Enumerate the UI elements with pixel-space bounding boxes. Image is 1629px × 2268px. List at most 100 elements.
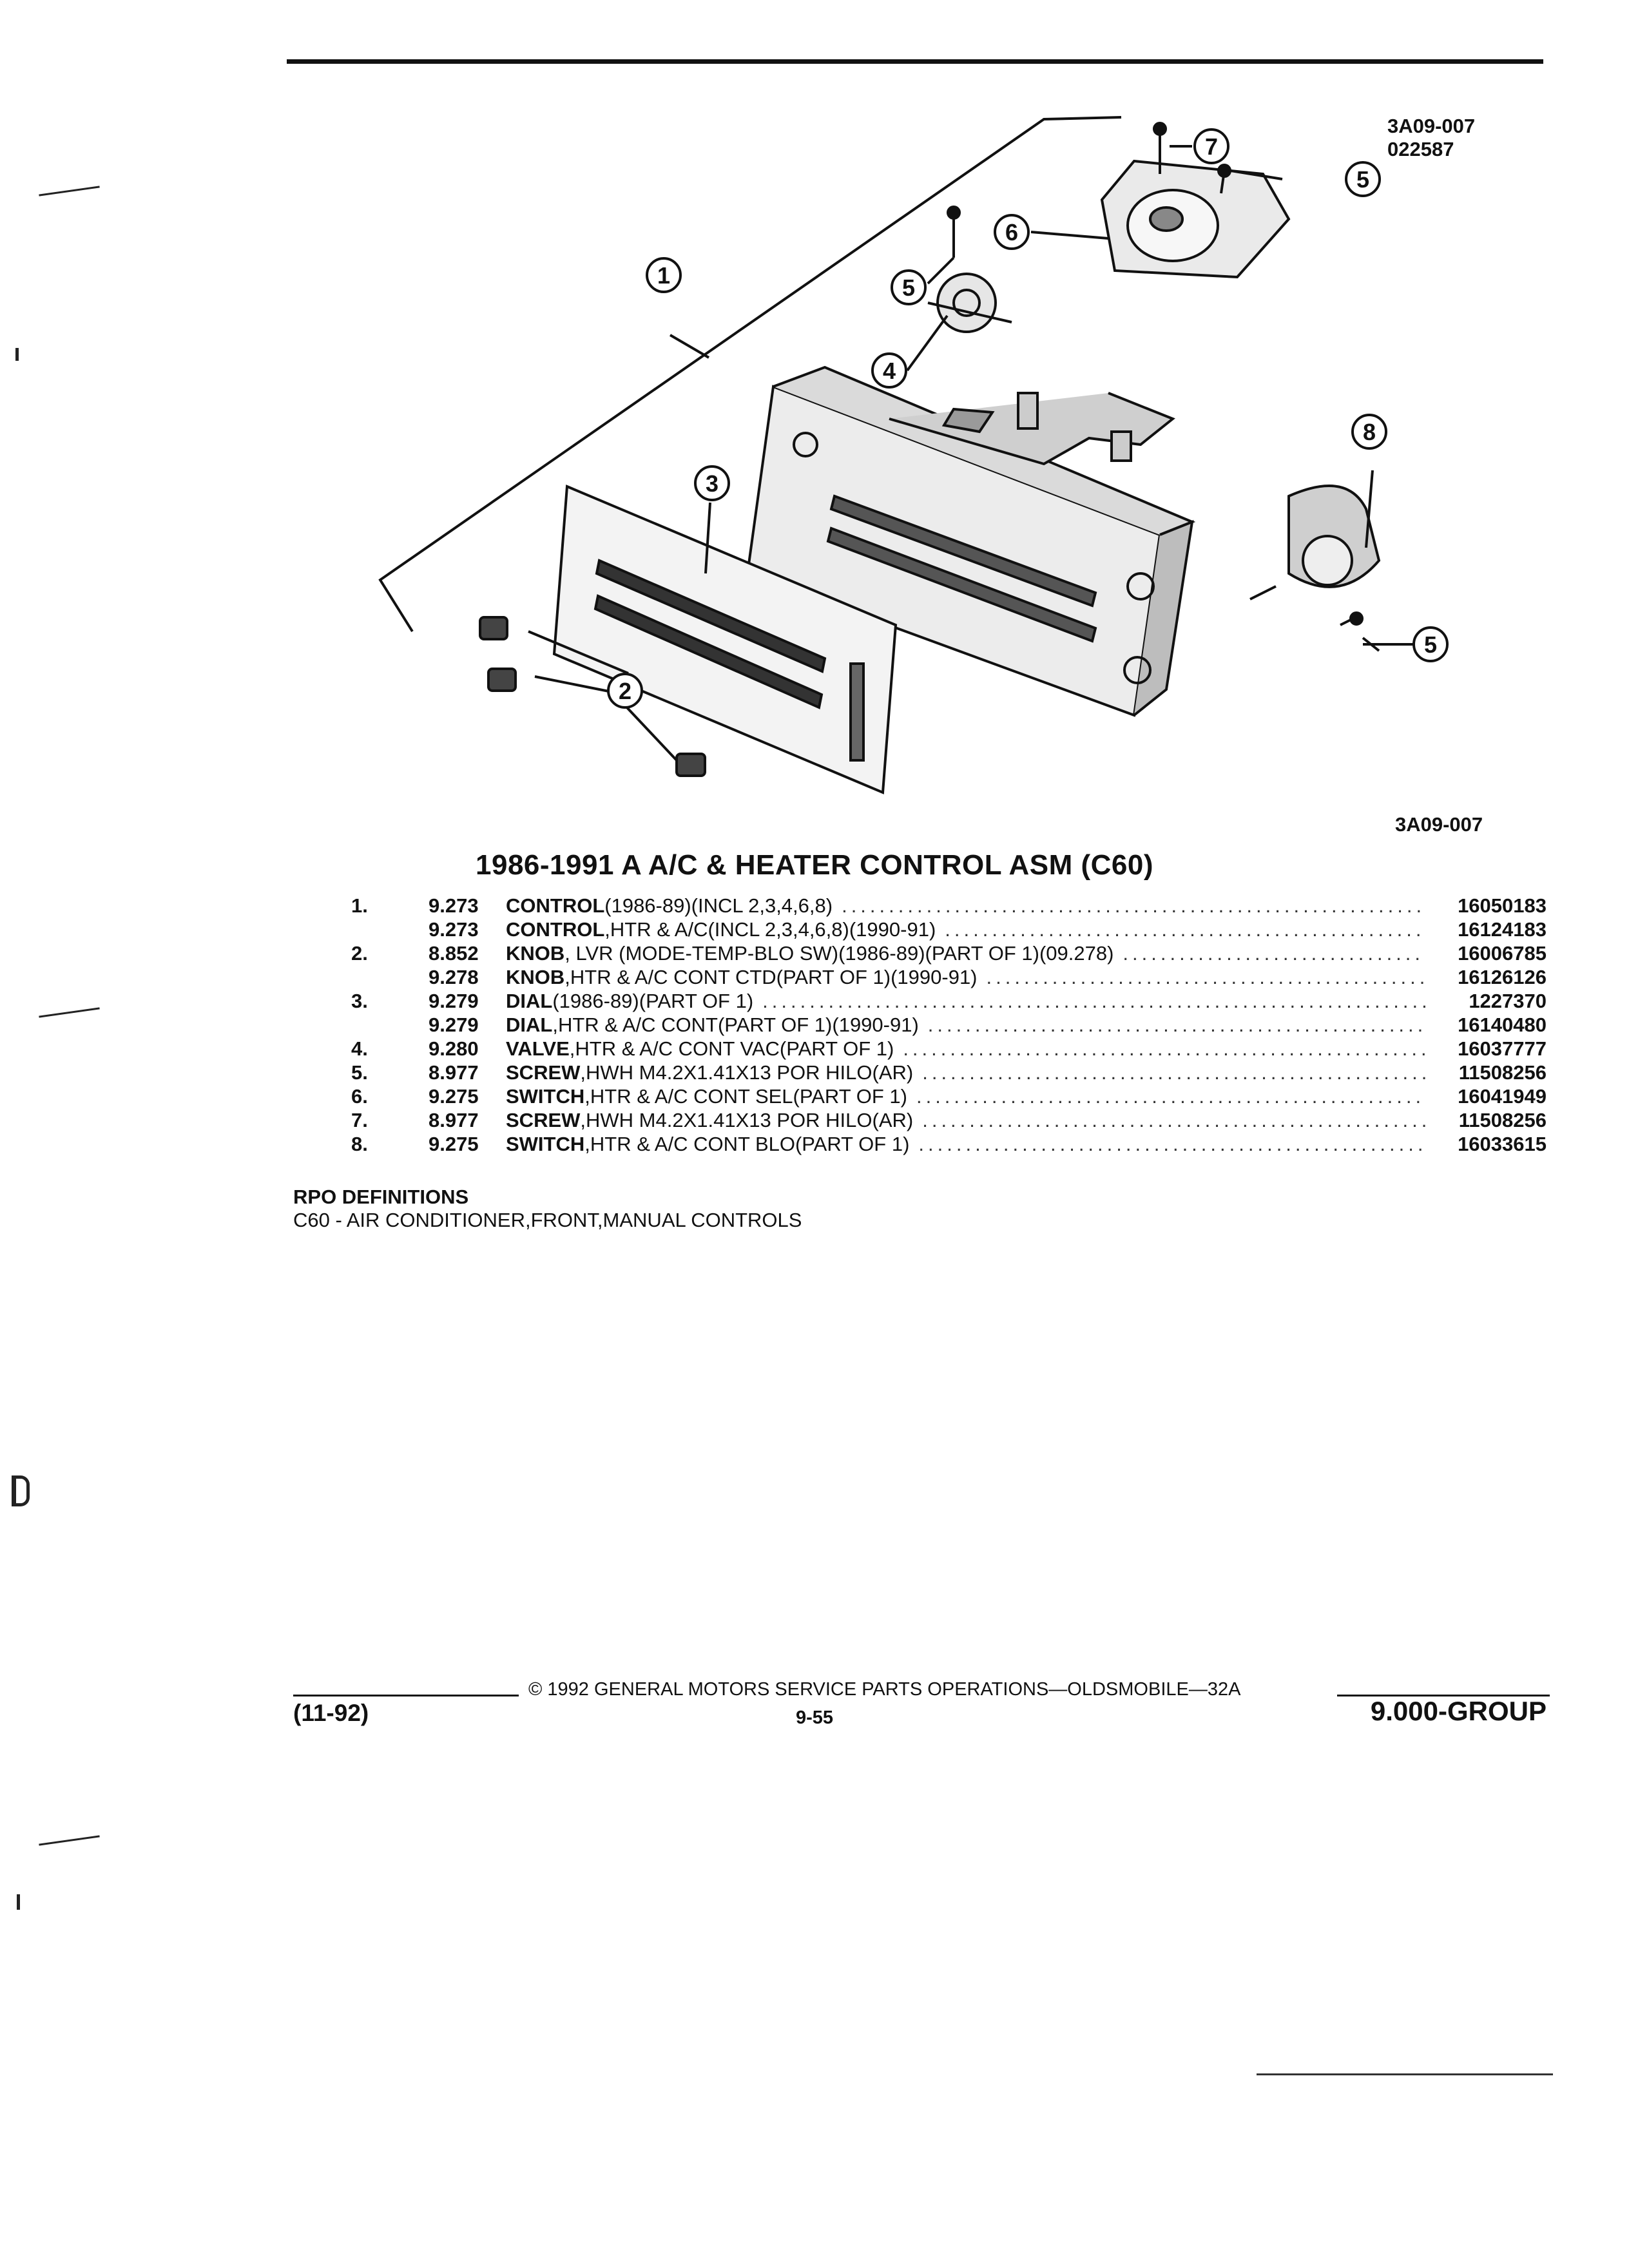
figure-code-top: 3A09-007 <box>1387 115 1476 137</box>
callout-7: 7 <box>1193 128 1229 164</box>
svg-text:7: 7 <box>1205 133 1218 160</box>
group-number: 9.279 <box>429 1014 479 1036</box>
part-number: 16006785 <box>1458 942 1547 965</box>
svg-text:6: 6 <box>1005 219 1018 245</box>
part-description: ,HTR & A/C CONT VAC(PART OF 1) <box>569 1037 894 1060</box>
part-description: ,HTR & A/C CONT CTD(PART OF 1)(1990-91) <box>564 966 978 988</box>
part-description: ,HWH M4.2X1.41X13 POR HILO(AR) <box>580 1061 914 1084</box>
part-name: DIAL <box>506 1014 553 1036</box>
parts-row: 9.279 DIAL ,HTR & A/C CONT(PART OF 1)(19… <box>351 1014 1547 1037</box>
part-description: ,HTR & A/C CONT BLO(PART OF 1) <box>584 1133 910 1155</box>
parts-row: 5. 8.977 SCREW ,HWH M4.2X1.41X13 POR HIL… <box>351 1061 1547 1085</box>
screws <box>947 122 1364 626</box>
page-title: 1986-1991 A A/C & HEATER CONTROL ASM (C6… <box>476 849 1153 881</box>
leader-dots <box>903 1037 1425 1061</box>
item-number: 1. <box>351 894 368 917</box>
part-name: CONTROL <box>506 918 605 941</box>
parts-row: 8. 9.275 SWITCH ,HTR & A/C CONT BLO(PART… <box>351 1133 1547 1157</box>
part-name: DIAL <box>506 990 553 1012</box>
dial-faceplate <box>552 485 898 794</box>
part-description: ,HTR & A/C(INCL 2,3,4,6,8)(1990-91) <box>604 918 936 941</box>
group-number: 8.852 <box>429 942 479 965</box>
leader-dots <box>945 918 1425 941</box>
part-number: 16037777 <box>1458 1037 1547 1060</box>
group-number: 9.278 <box>429 966 479 988</box>
group-number: 8.977 <box>429 1109 479 1131</box>
part-number: 11508256 <box>1458 1061 1547 1084</box>
rpo-heading: RPO DEFINITIONS <box>293 1186 469 1208</box>
part-number: 16050183 <box>1458 894 1547 917</box>
margin-mark <box>39 1007 100 1018</box>
margin-mark <box>12 1475 30 1506</box>
margin-mark <box>39 1835 100 1846</box>
group-number: 9.273 <box>429 894 479 917</box>
assembly-bracket-line <box>378 116 1122 633</box>
leader-dots <box>1123 942 1425 965</box>
leader-dots <box>916 1085 1425 1108</box>
svg-text:4: 4 <box>883 358 896 384</box>
item-number: 6. <box>351 1085 368 1108</box>
part-description: ,HTR & A/C CONT SEL(PART OF 1) <box>584 1085 907 1108</box>
exploded-parts-diagram: 1 2 3 4 5 5 5 6 7 8 <box>378 116 1449 794</box>
svg-text:5: 5 <box>902 274 915 301</box>
part-name: KNOB <box>506 966 565 988</box>
callout-8: 8 <box>1351 414 1387 450</box>
svg-text:1: 1 <box>657 262 670 289</box>
item-number: 3. <box>351 990 368 1012</box>
part-name: SCREW <box>506 1109 581 1131</box>
leader-dots <box>928 1014 1425 1037</box>
svg-text:2: 2 <box>619 678 631 704</box>
knob-2a <box>479 616 508 640</box>
callout-2: 2 <box>607 673 643 709</box>
callout-3: 3 <box>694 465 730 501</box>
item-number: 8. <box>351 1133 368 1155</box>
part-number: 16140480 <box>1458 1014 1547 1036</box>
item-number: 2. <box>351 942 368 965</box>
part-description: ,HWH M4.2X1.41X13 POR HILO(AR) <box>580 1109 914 1131</box>
group-number: 9.275 <box>429 1085 479 1108</box>
parts-row: 4. 9.280 VALVE ,HTR & A/C CONT VAC(PART … <box>351 1037 1547 1061</box>
footer-date: (11-92) <box>293 1700 369 1726</box>
part-number: 16033615 <box>1458 1133 1547 1155</box>
leader-dots <box>922 1109 1425 1132</box>
bottom-rule <box>1257 2073 1553 2075</box>
margin-mark <box>15 348 19 361</box>
part-number: 16124183 <box>1458 918 1547 941</box>
part-number: 1227370 <box>1469 990 1547 1012</box>
callout-6: 6 <box>994 214 1030 250</box>
footer-group: 9.000-GROUP <box>1370 1696 1547 1726</box>
parts-row: 9.273 CONTROL ,HTR & A/C(INCL 2,3,4,6,8)… <box>351 918 1547 942</box>
svg-text:5: 5 <box>1424 631 1437 658</box>
callout-4: 4 <box>871 352 907 389</box>
parts-row: 1. 9.273 CONTROL (1986-89)(INCL 2,3,4,6,… <box>351 894 1547 918</box>
page-number: 9-55 <box>795 1707 834 1728</box>
part-description: (1986-89)(PART OF 1) <box>552 990 754 1012</box>
parts-row: 9.278 KNOB ,HTR & A/C CONT CTD(PART OF 1… <box>351 966 1547 990</box>
rpo-definition: C60 - AIR CONDITIONER,FRONT,MANUAL CONTR… <box>293 1209 802 1231</box>
callout-5a: 5 <box>891 269 927 305</box>
parts-row: 2. 8.852 KNOB , LVR (MODE-TEMP-BLO SW)(1… <box>351 942 1547 966</box>
parts-row: 3. 9.279 DIAL (1986-89)(PART OF 1) 12273… <box>351 990 1547 1014</box>
group-number: 9.279 <box>429 990 479 1012</box>
part-number: 11508256 <box>1458 1109 1547 1131</box>
rpo-definitions: RPO DEFINITIONS C60 - AIR CONDITIONER,FR… <box>293 1186 802 1232</box>
part-description: (1986-89)(INCL 2,3,4,6,8) <box>604 894 833 917</box>
svg-text:8: 8 <box>1363 419 1376 445</box>
callout-1: 1 <box>646 257 682 293</box>
group-number: 9.273 <box>429 918 479 941</box>
group-number: 8.977 <box>429 1061 479 1084</box>
top-rule <box>287 59 1543 64</box>
group-number: 9.280 <box>429 1037 479 1060</box>
part-number: 16041949 <box>1458 1085 1547 1108</box>
leader-dots <box>922 1061 1425 1084</box>
margin-mark <box>17 1894 20 1910</box>
part-description: ,HTR & A/C CONT(PART OF 1)(1990-91) <box>552 1014 919 1036</box>
footer-rule-left <box>293 1695 519 1696</box>
part-name: SCREW <box>506 1061 581 1084</box>
part-name: VALVE <box>506 1037 570 1060</box>
margin-mark <box>39 186 100 197</box>
parts-row: 7. 8.977 SCREW ,HWH M4.2X1.41X13 POR HIL… <box>351 1109 1547 1133</box>
part-name: SWITCH <box>506 1085 585 1108</box>
part-name: CONTROL <box>506 894 605 917</box>
svg-text:5: 5 <box>1356 166 1369 193</box>
